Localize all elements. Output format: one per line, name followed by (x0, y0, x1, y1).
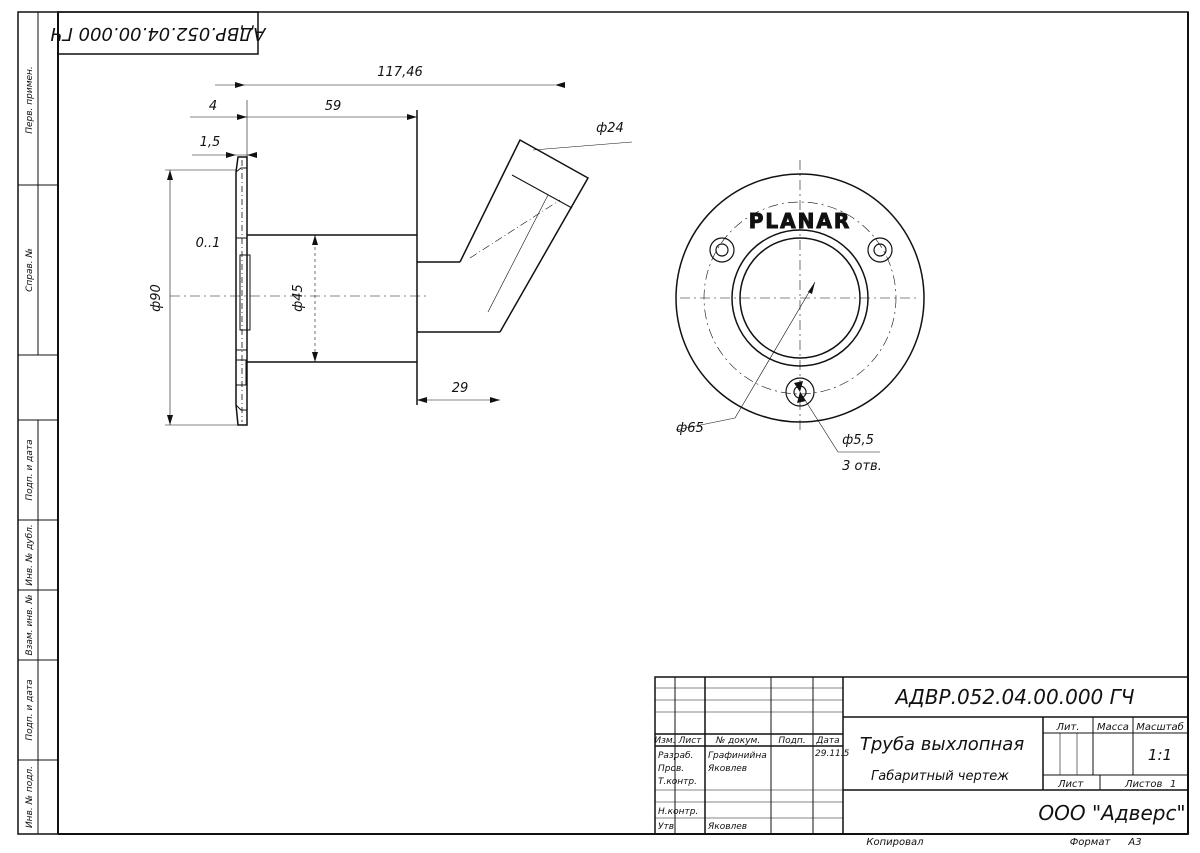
code-box-top (57, 11, 259, 55)
hdr-izm: Изм. (654, 736, 675, 746)
side-label-4: Инв. № дубл. (25, 524, 35, 586)
format-value: А3 (1127, 837, 1141, 848)
lit-label: Лит. (1055, 722, 1079, 733)
utv-name: Яковлев (707, 822, 747, 832)
dim-outlet-length: 29 (452, 381, 469, 396)
dim-pipe-length: 59 (325, 99, 342, 114)
hdr-doc: № докум. (715, 736, 760, 746)
drawing-code: АДВР.052.04.00.000 ГЧ (894, 685, 1135, 709)
nkontr-label: Н.контр. (658, 807, 698, 817)
format-label: Формат (1070, 837, 1112, 848)
prov-name: Яковлев (707, 764, 747, 774)
prov-label: Пров. (658, 764, 684, 774)
code-rotated: АДВР.052.04.00.000 ГЧ (50, 23, 266, 44)
side-label-5: Взам. инв. № (25, 594, 35, 655)
side-label-3: Подп. и дата (25, 439, 35, 500)
dim-hole-diameter: ф5,5 (842, 433, 874, 448)
mass-label: Масса (1097, 722, 1129, 733)
scale-label: Масштаб (1136, 721, 1184, 733)
hdr-list: Лист (678, 736, 703, 746)
company-name: ООО "Адверс" (1038, 801, 1185, 825)
scale-value: 1:1 (1148, 746, 1172, 764)
tkontr-label: Т.контр. (658, 777, 697, 787)
side-label-6: Подп. и дата (25, 679, 35, 740)
dimension-arrows (167, 82, 565, 425)
logo-planar: PLANAR (749, 209, 852, 233)
side-view (165, 84, 633, 426)
hdr-sign: Подп. (778, 736, 805, 746)
dim-flange-diameter: ф90 (149, 284, 164, 312)
sheets-value: 1 (1170, 779, 1176, 790)
front-view (675, 160, 925, 453)
title-block (654, 676, 1189, 835)
dim-overall-length: 117,46 (377, 65, 423, 80)
doc-type: Габаритный чертеж (871, 769, 1009, 784)
dim-hole-count: 3 отв. (842, 459, 882, 474)
dim-bolt-circle: ф65 (676, 421, 704, 436)
hdr-date: Дата (815, 736, 839, 746)
sheets-label: Листов (1124, 779, 1162, 790)
dim-flange-thickness: 1,5 (200, 135, 221, 150)
utv-label: Утв. (658, 822, 677, 832)
front-view-arrows (794, 282, 815, 403)
razrab-label: Разраб. (658, 751, 693, 761)
copied-label: Копировал (866, 837, 924, 848)
dim-flange-offset: 4 (209, 99, 217, 114)
dim-outlet-diameter: ф24 (596, 121, 624, 136)
side-label-1: Перв. примен. (25, 66, 35, 134)
part-name: Труба выхлопная (860, 734, 1024, 755)
sheet-label: Лист (1057, 779, 1085, 790)
dim-gap: 0..1 (196, 236, 221, 251)
dim-pipe-diameter: ф45 (291, 284, 306, 312)
razrab-name: Графинийна (708, 751, 767, 761)
side-strip (18, 12, 58, 834)
side-label-7: Инв. № подл. (25, 766, 35, 828)
date-value: 29.11.5 (815, 749, 850, 759)
side-label-2: Справ. № (25, 248, 35, 292)
